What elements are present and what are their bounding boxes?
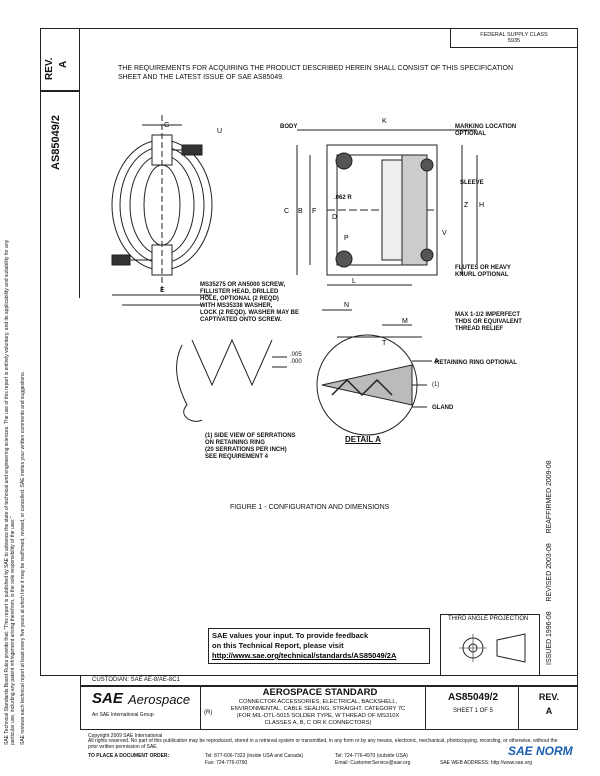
rev-divider	[40, 90, 80, 92]
feedback-link[interactable]: http://www.sae.org/technical/standards/A…	[212, 651, 397, 660]
clamp-front-view	[111, 115, 213, 306]
r-mark: (R)	[204, 710, 213, 716]
dim-g: G	[164, 122, 169, 129]
dim-e: E	[160, 287, 165, 294]
footer-fax: Fax: 724-776-0790	[205, 760, 248, 766]
standard-description: CONNECTOR ACCESSORIES, ELECTRICAL, BACKS…	[230, 699, 406, 726]
dim-d: D	[332, 214, 337, 221]
dim-u: U	[217, 128, 222, 135]
review-note: SAE reviews each technical report at lea…	[20, 371, 26, 745]
projection-symbol	[459, 633, 526, 663]
dim-z: Z	[464, 202, 469, 209]
technical-drawing: G U K C B F Z H E D P V L N M T A	[111, 115, 484, 436]
dim-p: P	[344, 235, 349, 242]
feedback-box	[208, 628, 430, 664]
label-screw: MS35275 OR AN5000 SCREW, FILLISTER HEAD,…	[200, 282, 300, 323]
custodian: CUSTODIAN: SAE AE-8/AE-8C1	[92, 677, 180, 683]
title-divider-1	[200, 686, 201, 730]
brand-sub: An SAE International Group	[92, 712, 154, 718]
drawing-frame	[40, 28, 578, 676]
dim-v: V	[442, 230, 447, 237]
label-note1: (1)	[432, 382, 440, 388]
brand-sae: SAE	[92, 690, 123, 707]
label-body: BODY	[280, 124, 298, 130]
label-retaining: RETAINING RING OPTIONAL	[435, 360, 517, 366]
title-rev-label: REV.	[538, 692, 560, 702]
federal-supply-class: FEDERAL SUPPLY CLASS 5935	[480, 32, 548, 44]
custodian-row	[80, 676, 578, 686]
rev-value: A	[58, 60, 69, 68]
dim-t: T	[382, 340, 387, 347]
dim-m: M	[402, 318, 408, 325]
feedback-line1: SAE values your input. To provide feedba…	[212, 631, 369, 640]
title-divider-3	[518, 686, 519, 730]
dim-k: K	[382, 118, 387, 125]
dim-a: A	[434, 358, 439, 365]
dim-c: C	[284, 208, 289, 215]
dim-n: N	[344, 302, 349, 309]
label-062: .062 R	[334, 195, 352, 201]
title-block	[80, 686, 578, 730]
projection-box	[440, 614, 540, 676]
label-gland: GLAND	[432, 405, 454, 411]
doc-number-vertical: AS85049/2	[50, 114, 62, 170]
dim-l: L	[352, 278, 356, 285]
title-divider-2	[425, 686, 426, 730]
footer-copyright: Copyright 2009 SAE International	[88, 733, 163, 739]
legal-note: SAE Technical Standards Board Rules prov…	[4, 239, 16, 745]
footer-tel: Tel: 877-606-7323 (inside USA and Canada…	[205, 753, 304, 759]
label-005: .005 .000	[290, 352, 302, 365]
federal-supply-box	[450, 28, 578, 48]
label-thread: MAX 1-1/2 IMPERFECT THDS OR EQUIVALENT T…	[455, 312, 522, 332]
figure-caption: FIGURE 1 - CONFIGURATION AND DIMENSIONS	[230, 504, 390, 511]
footer-order: TO PLACE A DOCUMENT ORDER:	[88, 753, 170, 759]
watermark: SAE NORM	[508, 744, 573, 758]
footer-email: Email: CustomerService@sae.org	[335, 760, 411, 766]
brand-aerospace: Aerospace	[128, 692, 191, 707]
serration-profile	[176, 338, 287, 422]
title-doc-number: AS85049/2	[447, 692, 499, 703]
feedback-line2: on this Technical Report, please visit	[212, 641, 344, 650]
footer-rights: All rights reserved. No part of this pub…	[88, 738, 558, 750]
backshell-section-view	[296, 129, 478, 338]
dim-b: B	[298, 208, 303, 215]
detail-a-view	[316, 334, 432, 436]
label-detail: DETAIL A	[345, 435, 381, 444]
dim-h: H	[479, 202, 484, 209]
rev-column	[40, 28, 80, 298]
dim-f: F	[312, 208, 316, 215]
footer-web: SAE WEB ADDRESS: http://www.sae.org	[440, 760, 532, 766]
label-serrations: (1) SIDE VIEW OF SERRATIONS ON RETAINING…	[205, 433, 296, 460]
label-sleeve: SLEEVE	[460, 180, 484, 186]
title-sheet: SHEET 1 OF 5	[453, 708, 493, 714]
rev-label: REV.	[44, 57, 55, 80]
label-flutes: FLUTES OR HEAVY KNURL OPTIONAL	[455, 265, 511, 278]
projection-label: THIRD ANGLE PROJECTION	[448, 616, 529, 622]
label-marking: MARKING LOCATION OPTIONAL	[455, 124, 517, 137]
footer-tel2: Tel: 724-776-4970 (outside USA)	[335, 753, 408, 759]
standard-title: AEROSPACE STANDARD	[262, 687, 378, 698]
title-rev-value: A	[545, 706, 553, 716]
requirements-text: THE REQUIREMENTS FOR ACQUIRING THE PRODU…	[118, 65, 514, 81]
